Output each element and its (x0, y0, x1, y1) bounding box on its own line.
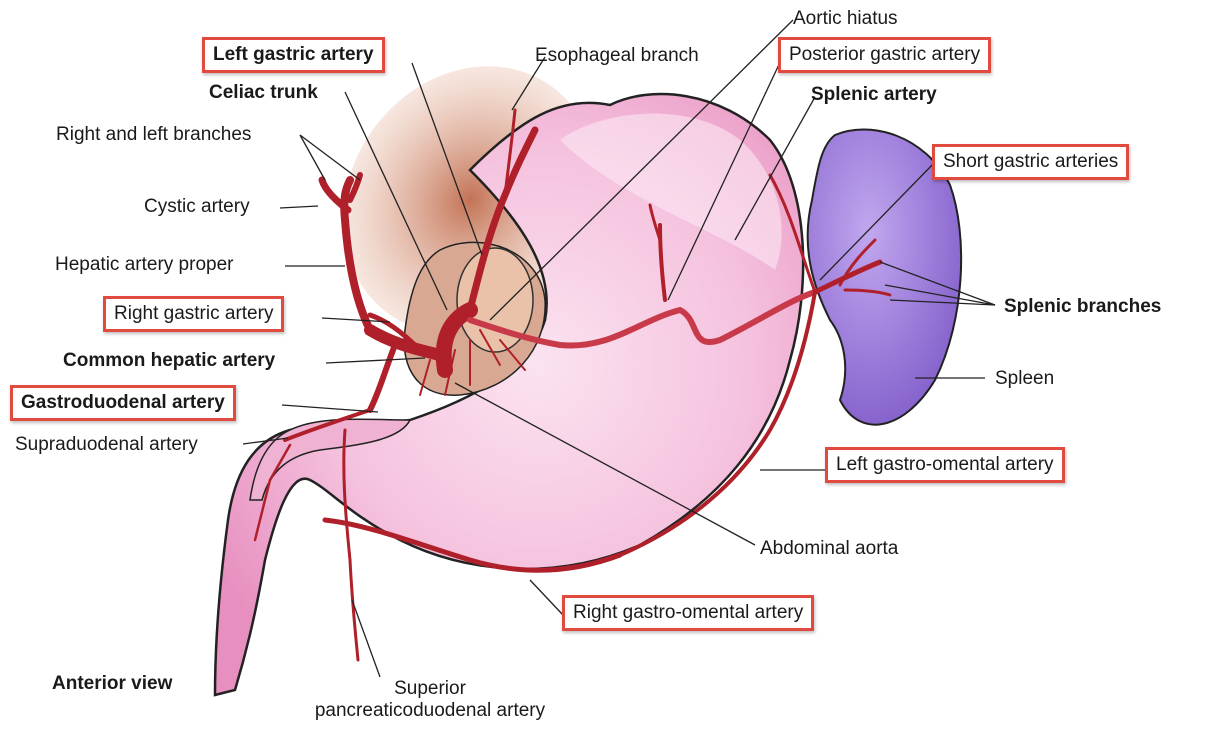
label-superior-line2: pancreaticoduodenal artery (314, 700, 546, 721)
label-left-gastro-omental-artery: Left gastro-omental artery (825, 447, 1065, 483)
left-gastro-omental-vessel (618, 290, 817, 557)
label-spleen: Spleen (995, 368, 1055, 389)
esophageal-branch-vessel (503, 108, 517, 197)
common-hepatic-vessel (364, 324, 446, 361)
celiac-trunk-vessel (435, 302, 478, 378)
label-right-gastric-artery: Right gastric artery (103, 296, 285, 332)
supraduodenal-vessel (283, 408, 372, 442)
label-right-gastro-omental-artery: Right gastro-omental artery (562, 595, 815, 631)
label-common-hepatic-artery: Common hepatic artery (63, 350, 276, 371)
posterior-gastric-vessel (658, 223, 667, 302)
label-abdominal-aorta: Abdominal aorta (760, 538, 899, 559)
label-aortic-hiatus: Aortic hiatus (793, 8, 898, 29)
label-esophageal-branch: Esophageal branch (535, 45, 699, 66)
label-anterior-view: Anterior view (52, 673, 173, 694)
label-left-gastric-artery: Left gastric artery (202, 37, 385, 73)
label-hepatic-artery-proper: Hepatic artery proper (55, 254, 234, 275)
short-gastric-vessel (768, 173, 817, 294)
right-branch-vessel (318, 176, 352, 214)
label-short-gastric-arteries: Short gastric arteries (932, 144, 1130, 180)
splenic-vessel (467, 289, 818, 349)
label-right-left-branches: Right and left branches (56, 124, 252, 145)
gastroduodenal-vessel (367, 342, 398, 413)
label-supraduodenal-artery: Supraduodenal artery (15, 434, 198, 455)
stomach-fundus (560, 113, 782, 271)
splenic-branch-vessel (812, 259, 883, 295)
splenic-branch-vessel-2 (838, 238, 877, 287)
left-branch-vessel (347, 172, 363, 203)
right-gastro-omental-vessel (322, 517, 623, 573)
spleen-shape (806, 128, 963, 426)
leader-lines (242, 19, 996, 678)
artery-network (253, 108, 892, 662)
label-splenic-branches: Splenic branches (1004, 296, 1162, 317)
splenic-branch-vessel-3 (843, 288, 892, 297)
right-gastric-vessel (367, 312, 423, 353)
label-gastroduodenal-artery: Gastroduodenal artery (10, 385, 236, 421)
sup-pancreaticoduodenal-vessel (342, 428, 360, 662)
label-posterior-gastric-artery: Posterior gastric artery (778, 37, 992, 73)
label-superior-pancreaticoduodenal-artery: Superior pancreaticoduodenal artery (290, 678, 570, 722)
label-cystic-artery: Cystic artery (144, 196, 250, 217)
hepatic-proper-vessel (340, 176, 374, 334)
label-celiac-trunk: Celiac trunk (209, 82, 318, 103)
label-splenic-artery: Splenic artery (811, 84, 937, 105)
label-superior-line1: Superior (394, 678, 466, 699)
posterior-gastric-branch (648, 203, 662, 242)
